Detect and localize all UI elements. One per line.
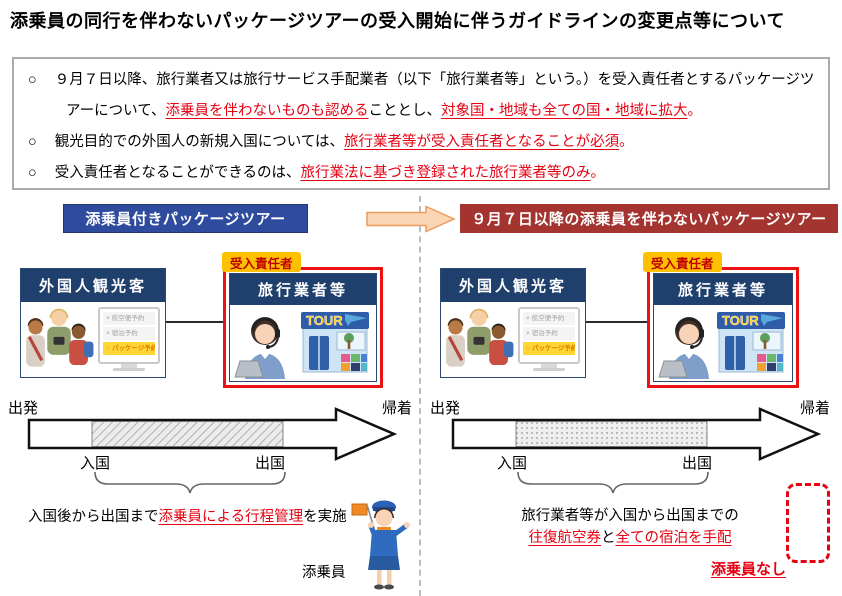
depart-label-right: 出発	[430, 400, 461, 417]
right-note-highlight-2: 全ての宿泊を手配	[615, 530, 732, 546]
bullet-3-highlight: 旅行業法に基づき登録された旅行業者等のみ	[300, 165, 591, 181]
tourists-icon	[26, 308, 94, 367]
exit-label-right: 出国	[682, 455, 713, 472]
panel-divider	[419, 196, 421, 596]
exit-label-left: 出国	[255, 455, 286, 472]
entry-label-right: 入国	[497, 455, 528, 472]
booking-item-flight: ×航空便予約	[103, 312, 155, 325]
tourist-box-title: 外国人観光客	[441, 269, 585, 302]
right-note: 旅行業者等が入国から出国までの 往復航空券と全ての宿泊を手配	[521, 508, 739, 546]
responsible-label-left: 受入責任者	[222, 252, 301, 272]
left-note-highlight: 添乗員による行程管理	[158, 509, 304, 525]
bullet-2-text: 観光目的での外国人の新規入国については、	[54, 134, 345, 150]
bullet-3-text: 受入責任者となることができるのは、	[54, 165, 301, 181]
bullet-1-text-2: こととし、	[368, 103, 441, 119]
arrive-label-left: 帰着	[382, 400, 413, 417]
bullet-2: ○ 観光目的での外国人の新規入国については、旅行業者等が受入責任者となることが必須…	[28, 127, 816, 158]
booking-item-hotel: ×宿泊予約	[103, 327, 155, 340]
tourist-box-title: 外国人観光客	[21, 269, 165, 302]
svg-text:TOUR: TOUR	[306, 313, 343, 328]
bullet-marker: ○	[28, 165, 37, 181]
no-conductor-placeholder	[786, 483, 830, 563]
bullet-3-period: 。	[590, 165, 606, 181]
monitor-base	[533, 368, 565, 371]
right-note-highlight-1: 往復航空券	[528, 530, 602, 546]
monitor-stand	[541, 364, 557, 368]
summary-box: ○ ９月７日以降、旅行業者又は旅行サービス手配業者（以下「旅行業者等」という。）を…	[12, 57, 830, 190]
booking-screen: ×航空便予約 ×宿泊予約 ○パッケージ予約	[98, 307, 160, 364]
bullet-1-highlight-1: 添乗員を伴わないものも認める	[165, 103, 369, 119]
brace-right	[517, 471, 709, 494]
booking-item-hotel: ×宿泊予約	[523, 327, 575, 340]
entry-label-left: 入国	[80, 455, 111, 472]
page-title: 添乗員の同行を伴わないパッケージツアーの受入開始に伴うガイドラインの変更点等につ…	[10, 11, 786, 31]
bullet-1-highlight-2: 対象国・地域も全ての国・地域に拡大	[440, 103, 688, 119]
responsible-label-right: 受入責任者	[643, 252, 722, 272]
agency-box-right: 旅行業者等 TOUR	[647, 267, 799, 388]
tourists-icon	[446, 308, 514, 367]
left-note: 入国後から出国まで添乗員による行程管理を実施	[28, 509, 347, 525]
bullet-1: ○ ９月７日以降、旅行業者又は旅行サービス手配業者（以下「旅行業者等」という。）を…	[28, 65, 816, 127]
connector-line-left	[166, 321, 223, 323]
monitor-base	[113, 368, 145, 371]
depart-label-left: 出発	[8, 400, 39, 417]
agency-box-title: 旅行業者等	[654, 274, 792, 305]
journey-arrow-right	[451, 407, 822, 461]
operator-icon	[658, 317, 709, 379]
agency-box-title: 旅行業者等	[230, 274, 376, 305]
agency-box-left: 旅行業者等 TOUR	[223, 267, 383, 388]
bullet-2-period: 。	[619, 134, 634, 150]
bullet-marker: ○	[28, 72, 37, 88]
bullet-2-highlight: 旅行業者等が受入責任者となることが必須	[344, 134, 620, 150]
tour-shop-icon: TOUR	[301, 312, 369, 373]
brace-left	[94, 471, 286, 494]
right-flow-title: ９月７日以降の添乗員を伴わないパッケージツアー	[460, 204, 838, 233]
bullet-marker: ○	[28, 134, 37, 150]
operator-icon	[234, 317, 285, 379]
arrive-label-right: 帰着	[800, 400, 831, 417]
svg-text:TOUR: TOUR	[722, 313, 759, 328]
tourist-box-left: 外国人観光客 ×航空便予約 ×宿泊予約 ○パッケージ予約	[20, 268, 166, 378]
connector-line-right	[586, 321, 647, 323]
bullet-1-period: 。	[687, 103, 702, 119]
booking-item-flight: ×航空便予約	[523, 312, 575, 325]
transition-arrow-icon	[366, 205, 456, 233]
no-conductor-label: 添乗員なし	[711, 561, 787, 578]
bullet-3: ○ 受入責任者となることができるのは、旅行業法に基づき登録された旅行業者等のみ。	[28, 158, 816, 189]
tour-conductor-icon	[351, 500, 410, 590]
booking-item-package: ○パッケージ予約	[523, 342, 575, 355]
tour-shop-icon: TOUR	[717, 312, 785, 373]
tourist-box-right: 外国人観光客 ×航空便予約 ×宿泊予約 ○パッケージ予約	[440, 268, 586, 378]
conductor-label: 添乗員	[302, 565, 346, 581]
left-flow-title: 添乗員付きパッケージツアー	[63, 204, 308, 233]
journey-arrow-left	[27, 407, 398, 461]
bullet-1-text: ９月７日以降、旅行業者又は旅行サービス手配業者（以下「旅行業者等」という。）を受…	[54, 72, 815, 119]
monitor-stand	[121, 364, 137, 368]
booking-screen: ×航空便予約 ×宿泊予約 ○パッケージ予約	[518, 307, 580, 364]
booking-item-package: ○パッケージ予約	[103, 342, 155, 355]
